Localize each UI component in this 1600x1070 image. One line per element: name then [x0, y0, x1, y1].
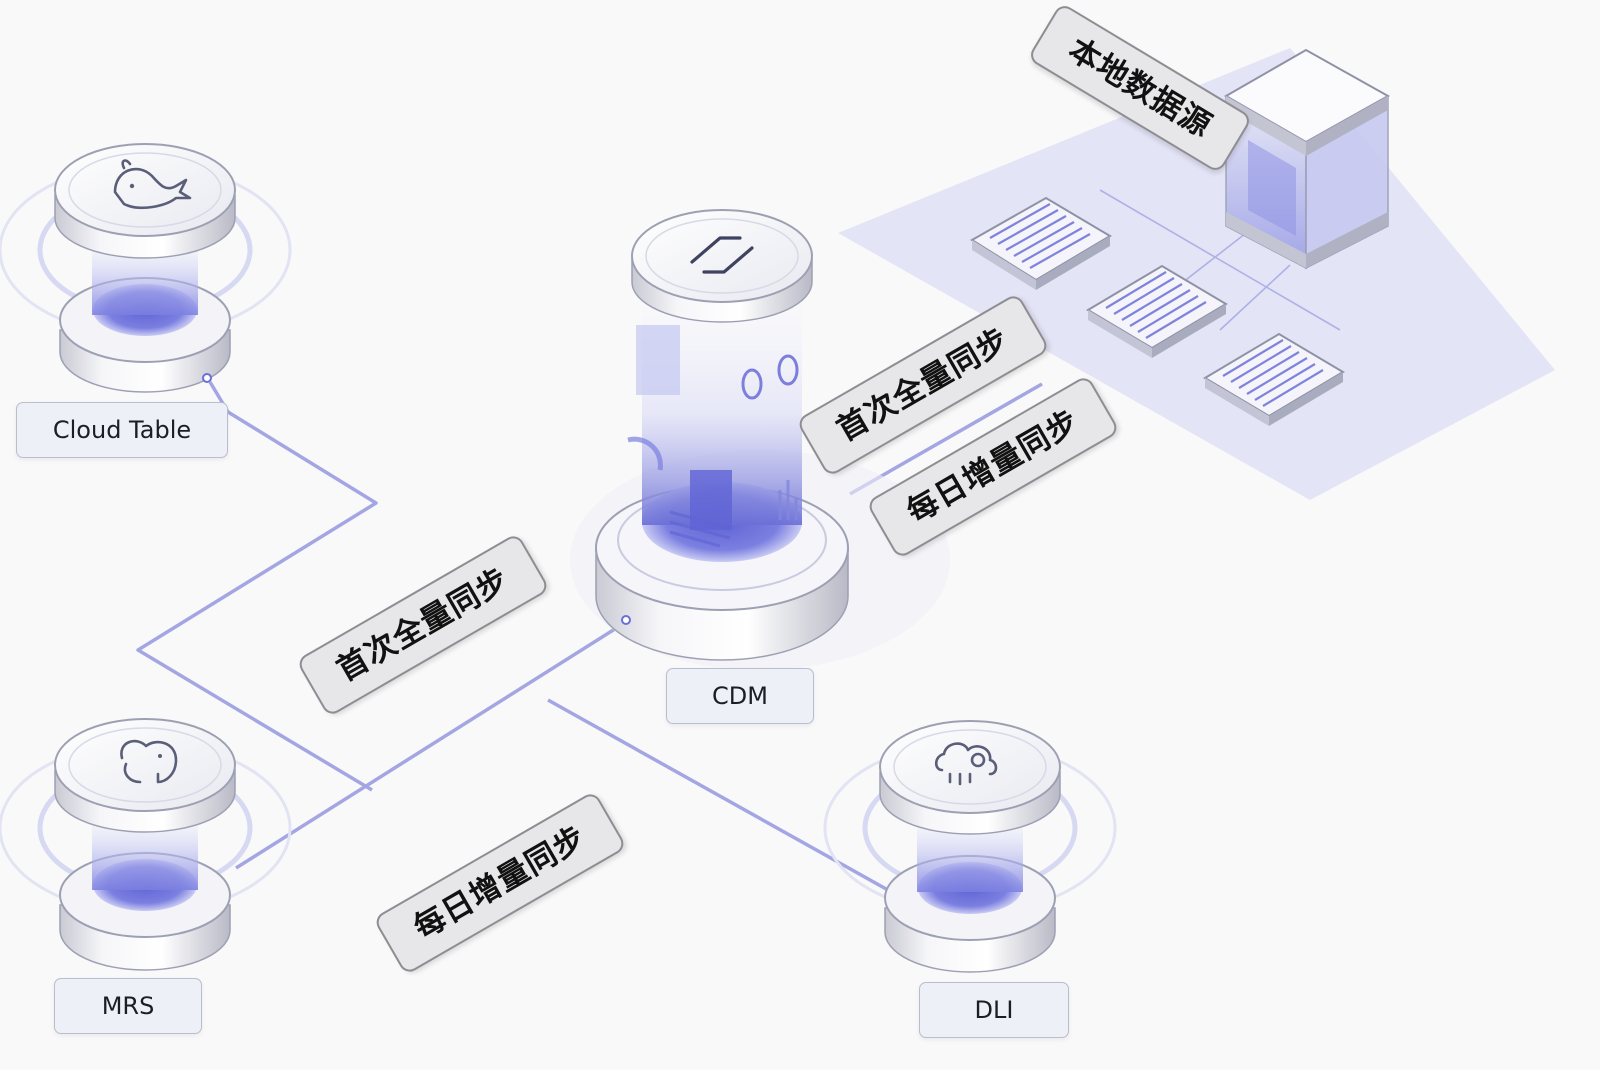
lake-cloud-icon: [934, 742, 998, 786]
elephant-icon: [120, 739, 178, 784]
server-rack-2: [1086, 264, 1228, 358]
port-dot: [621, 615, 631, 625]
line-mrs: [235, 620, 627, 870]
port-dot: [202, 373, 212, 383]
ring-glyph: [741, 354, 799, 400]
cloud-table-label: Cloud Table: [16, 402, 228, 458]
panel-glyph: [636, 325, 680, 395]
cdm-label: CDM: [666, 668, 814, 724]
line-cdm-local: [849, 382, 1043, 496]
line-dli: [547, 698, 889, 892]
cdm-node: [570, 209, 950, 670]
bar-glyph: [778, 480, 798, 520]
server-rack-1: [970, 196, 1112, 290]
local-source-box: [1223, 48, 1391, 270]
mrs-label: MRS: [54, 978, 202, 1034]
mrs-node: [0, 718, 292, 971]
server-rack-3: [1203, 332, 1345, 426]
zigzag-sync-icon: [690, 236, 754, 274]
dli-label: DLI: [919, 982, 1069, 1038]
cloud-table-node: [0, 143, 292, 393]
whale-icon: [113, 159, 192, 210]
dli-node: [823, 720, 1117, 973]
